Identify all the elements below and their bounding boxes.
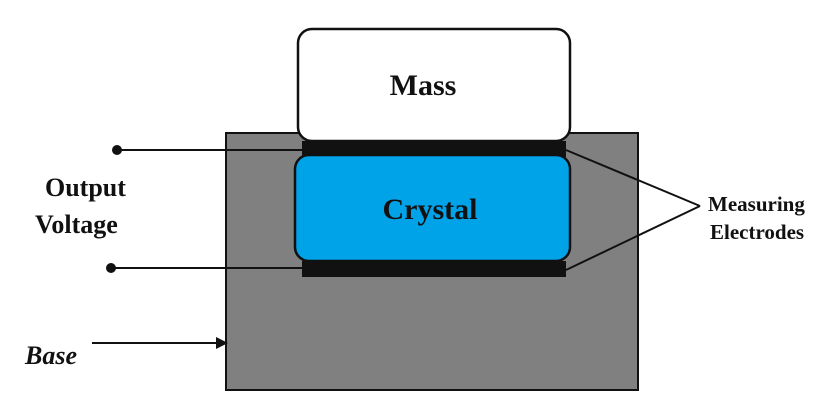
top-electrode bbox=[302, 141, 566, 157]
base-label: Base bbox=[24, 341, 77, 370]
output-voltage-label-line2: Voltage bbox=[35, 210, 118, 239]
electrode-pointer-bottom bbox=[565, 205, 701, 271]
crystal-label: Crystal bbox=[383, 193, 478, 226]
output-voltage-label-line1: Output bbox=[45, 173, 126, 202]
bottom-electrode bbox=[302, 261, 566, 277]
measuring-electrodes-label-line2: Electrodes bbox=[710, 220, 804, 244]
mass-label: Mass bbox=[390, 69, 457, 102]
measuring-electrodes-label-line1: Measuring bbox=[708, 192, 805, 216]
electrode-pointer-top bbox=[565, 149, 701, 207]
